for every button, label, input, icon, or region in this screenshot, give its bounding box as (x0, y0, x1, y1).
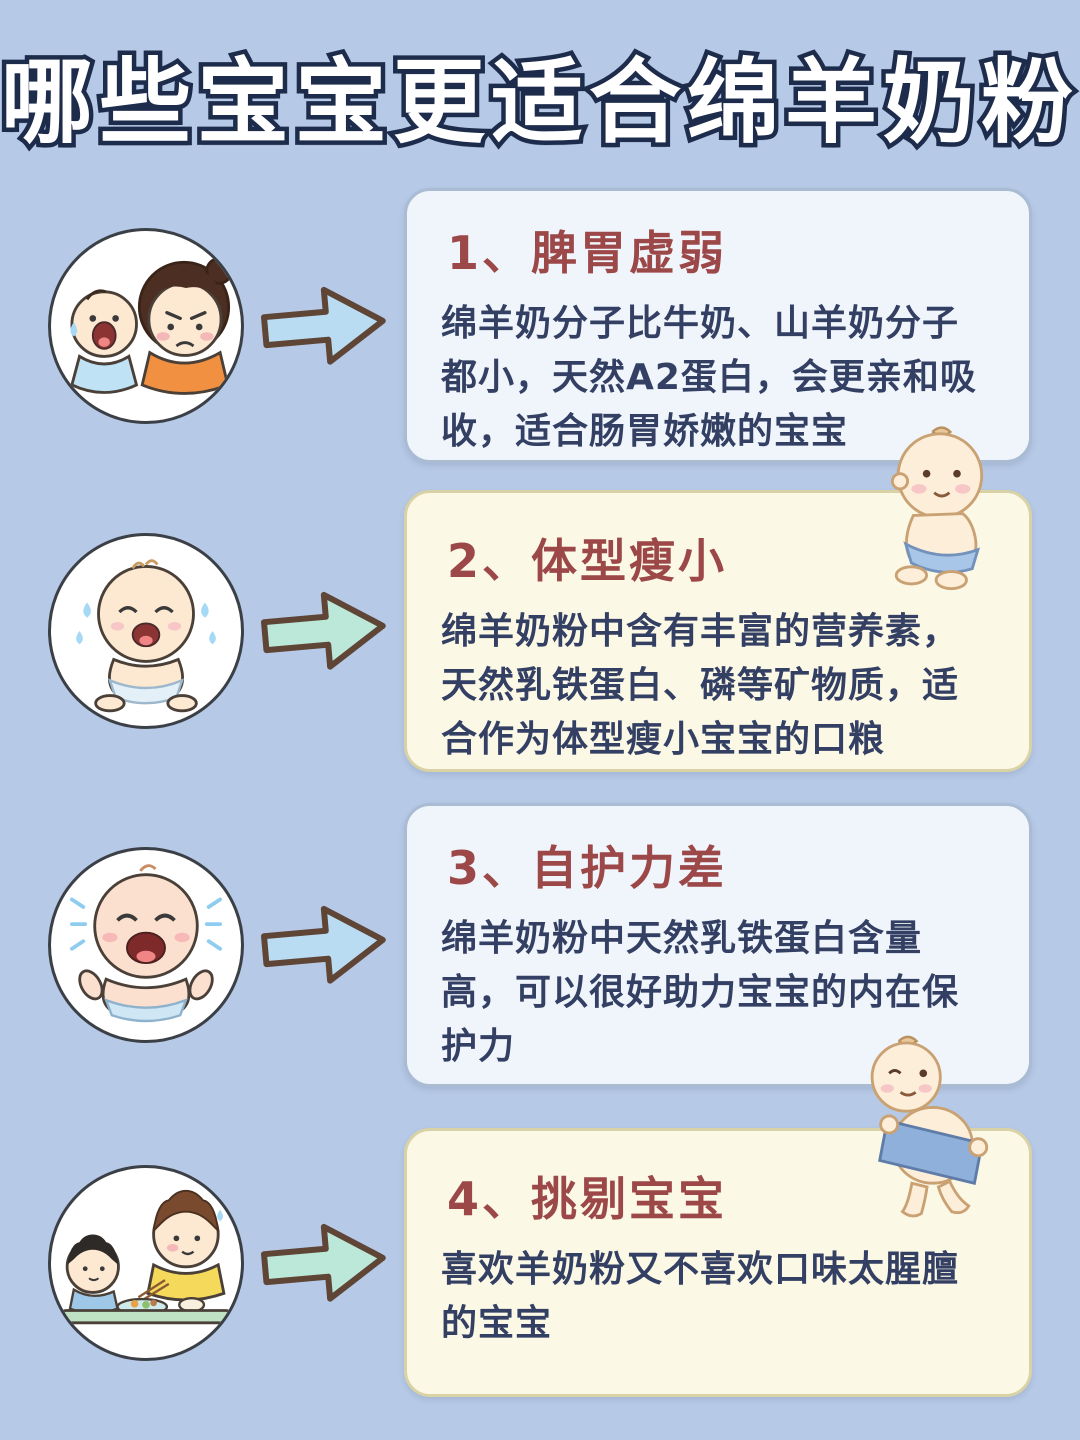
dining-table-icon (59, 1189, 233, 1324)
card-body: 绵羊奶粉中含有丰富的营养素，天然乳铁蛋白、磷等矿物质，适合作为体型瘦小宝宝的口粮 (441, 611, 960, 760)
arrow-right-icon (254, 891, 394, 998)
standing-baby-decoration (838, 1032, 1018, 1234)
card-heading: 1、脾胃虚弱 (447, 226, 728, 280)
arrow-right-icon (254, 577, 394, 684)
info-card-weak-immunity: 3、自护力差 绵羊奶粉中天然乳铁蛋白含量高，可以很好助力宝宝的内在保护力 (404, 803, 1032, 1087)
crying-baby-icon (76, 559, 216, 713)
card-body: 绵羊奶粉中天然乳铁蛋白含量高，可以很好助力宝宝的内在保护力 (441, 918, 960, 1067)
info-card-weak-stomach: 1、脾胃虚弱 绵羊奶分子比牛奶、山羊奶分子都小，天然A2蛋白，会更亲和吸收，适合… (404, 188, 1032, 463)
mom-scolding-crying-baby-illustration (48, 227, 244, 424)
arrow-right-icon (254, 272, 394, 379)
standing-baby-with-towel-icon (870, 1035, 989, 1218)
arrow-right-icon (254, 1209, 394, 1316)
card-heading: 2、体型瘦小 (447, 534, 728, 588)
card-body: 喜欢羊奶粉又不喜欢口味太腥膻的宝宝 (441, 1249, 960, 1344)
wailing-baby-illustration (48, 847, 244, 1043)
sitting-baby-decoration (862, 420, 1014, 592)
page-title: 哪些宝宝更适合绵羊奶粉 (0, 45, 1079, 161)
section-weak-stomach: 1、脾胃虚弱 绵羊奶分子比牛奶、山羊奶分子都小，天然A2蛋白，会更亲和吸收，适合… (48, 188, 1032, 463)
sitting-baby-icon (890, 426, 984, 591)
section-weak-immunity: 3、自护力差 绵羊奶粉中天然乳铁蛋白含量高，可以很好助力宝宝的内在保护力 (48, 803, 1032, 1087)
wailing-baby-icon (70, 864, 222, 1023)
mom-baby-icon (70, 256, 233, 395)
card-heading: 3、自护力差 (447, 841, 728, 895)
picky-baby-dining-illustration (48, 1164, 244, 1361)
crying-sitting-baby-illustration (48, 533, 244, 729)
card-heading: 4、挑剔宝宝 (447, 1172, 728, 1226)
card-body: 绵羊奶分子比牛奶、山羊奶分子都小，天然A2蛋白，会更亲和吸收，适合肠胃娇嫩的宝宝 (441, 303, 977, 452)
